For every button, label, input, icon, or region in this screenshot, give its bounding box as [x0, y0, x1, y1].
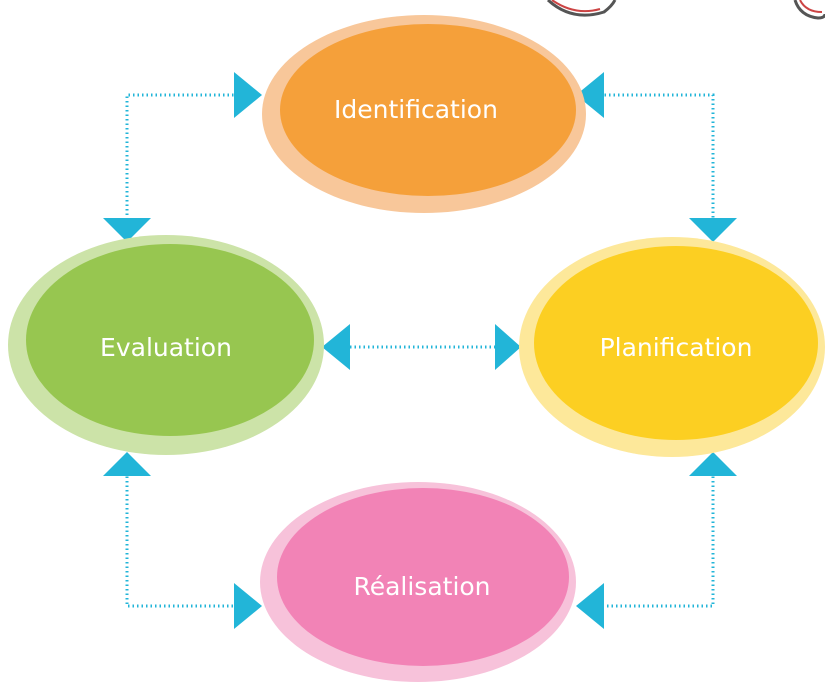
node-evaluation: Evaluation: [8, 235, 324, 455]
arrow-into-realisation-left: [234, 583, 262, 629]
connector-evaluation-realisation: [125, 472, 238, 608]
node-label-realisation: Réalisation: [353, 572, 490, 601]
node-body: [26, 244, 314, 436]
node-body: [280, 24, 576, 196]
arrow-into-identification-left: [234, 72, 262, 118]
corner-decoration: [546, 0, 825, 20]
arrow-into-realisation-right: [576, 583, 604, 629]
node-identification: Identification: [262, 15, 586, 213]
arrow-heads: [103, 72, 737, 629]
node-planification: Planification: [519, 237, 825, 457]
connector-identification-planification: [600, 93, 715, 218]
node-body: [534, 246, 818, 440]
node-label-identification: Identification: [334, 95, 498, 124]
node-label-planification: Planification: [600, 333, 753, 362]
connector-planification-realisation: [600, 472, 715, 608]
arrow-into-evaluation-top: [103, 218, 151, 242]
arrow-into-evaluation-right: [322, 324, 350, 370]
connector-identification-evaluation: [125, 93, 238, 218]
connectors: [125, 93, 715, 608]
node-body: [277, 488, 569, 666]
node-realisation: Réalisation: [260, 482, 576, 682]
arrow-into-planification-top: [689, 218, 737, 242]
arrow-into-evaluation-bottom: [103, 452, 151, 476]
node-label-evaluation: Evaluation: [100, 333, 232, 362]
arrow-into-identification-right: [576, 72, 604, 118]
arrow-into-planification-left: [495, 324, 521, 370]
arrow-into-planification-bottom: [689, 452, 737, 476]
